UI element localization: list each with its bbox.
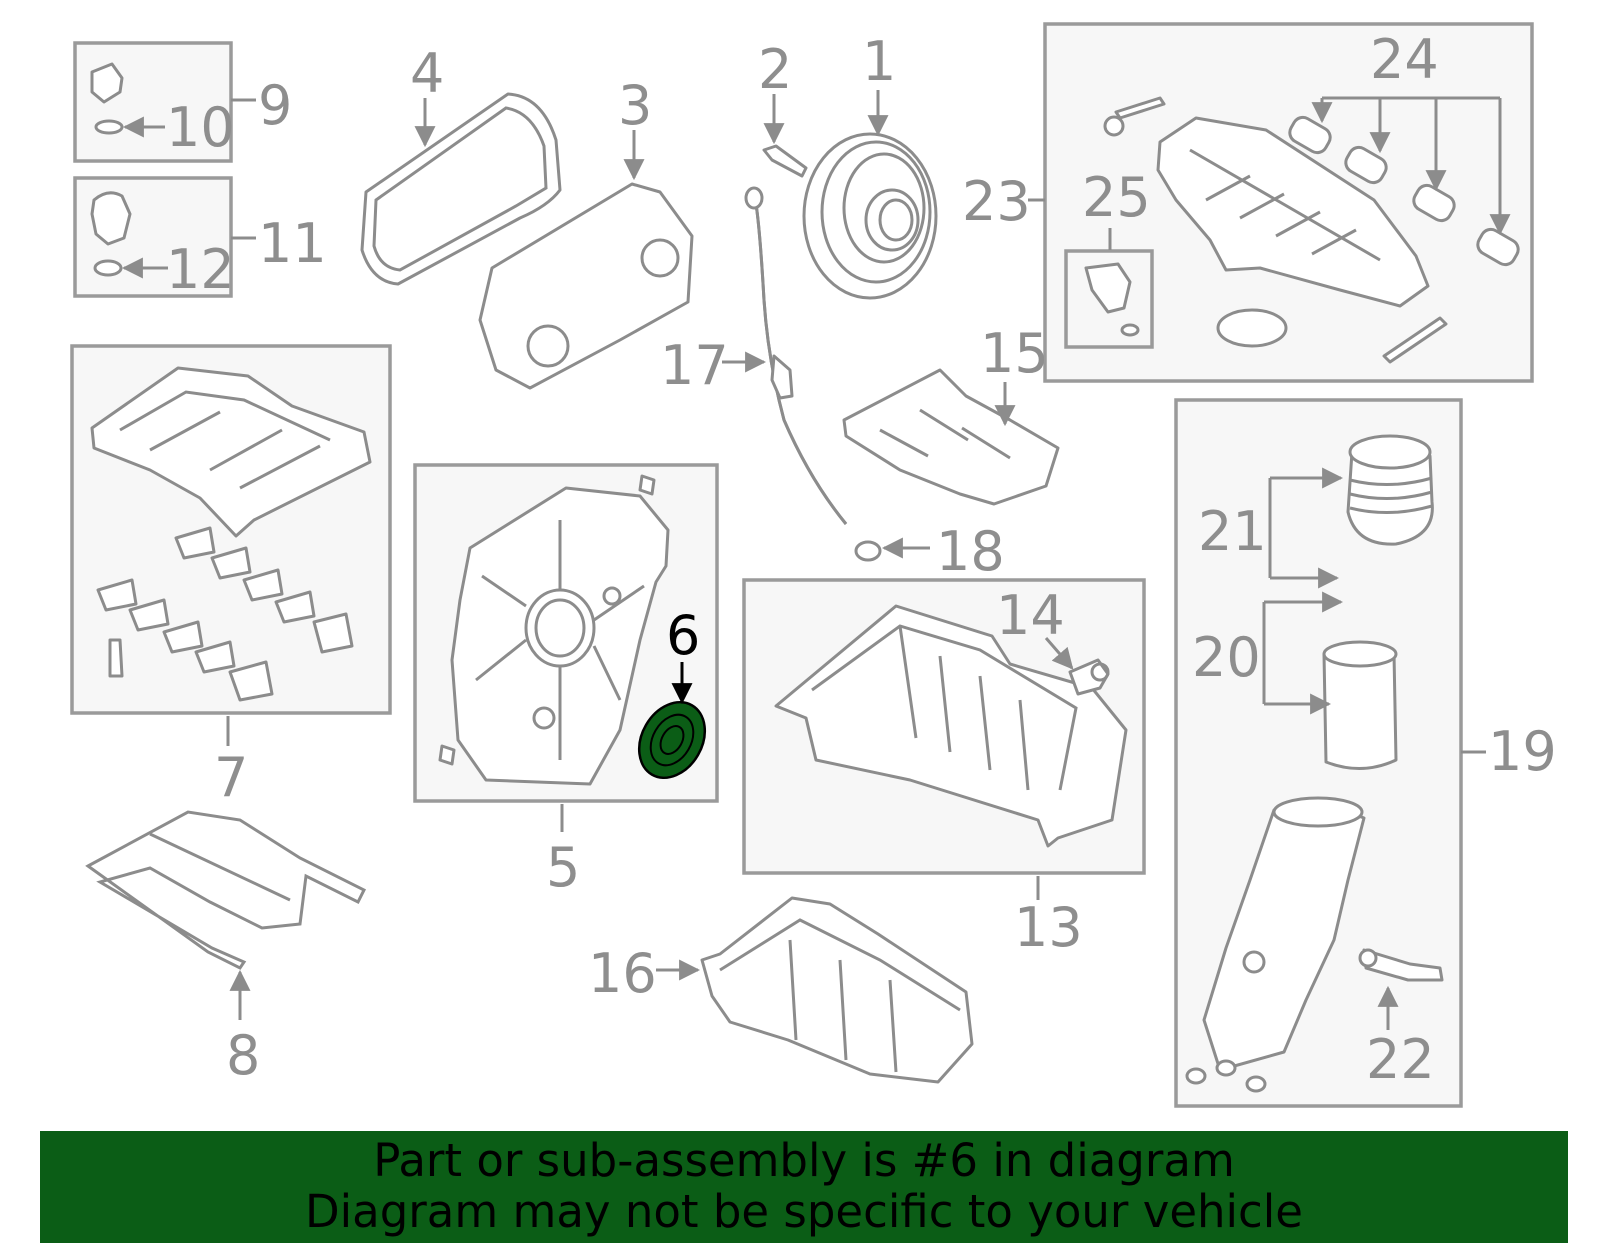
drain-plug-part <box>1044 637 1110 696</box>
callout-12: 12 <box>166 238 235 301</box>
callout-1: 1 <box>862 30 896 93</box>
callout-22: 22 <box>1366 1028 1435 1091</box>
dipstick-seal-part <box>854 537 930 562</box>
intake-gaskets <box>1288 115 1520 267</box>
filler-neck-part <box>90 191 256 279</box>
oil-filler-cap-part <box>90 62 256 138</box>
banner-line-1: Part or sub-assembly is #6 in diagram <box>373 1134 1235 1187</box>
callout-15: 15 <box>980 322 1049 385</box>
callout-6: 6 <box>666 604 700 667</box>
callout-3: 3 <box>618 74 652 137</box>
callout-24: 24 <box>1370 28 1439 91</box>
cam-caps <box>96 526 354 702</box>
callout-21: 21 <box>1198 500 1267 563</box>
callout-5: 5 <box>546 836 580 899</box>
front-crankshaft-seal-part <box>637 662 707 779</box>
callout-14: 14 <box>996 584 1065 647</box>
oil-dipstick-part <box>722 186 848 525</box>
lower-oil-pan-part <box>656 896 974 1084</box>
cylinder-head-cover-part <box>90 366 372 746</box>
callout-10: 10 <box>166 96 235 159</box>
callout-19: 19 <box>1488 720 1557 783</box>
front-cover-gasket-part <box>360 92 562 286</box>
callout-16: 16 <box>588 942 657 1005</box>
bolt-part <box>762 94 808 178</box>
part-info-banner: Part or sub-assembly is #6 in diagram Di… <box>40 1131 1568 1243</box>
oil-pan-part <box>774 604 1128 900</box>
group-box-9 <box>73 41 233 163</box>
engine-front-cover-part <box>438 474 670 832</box>
crankshaft-pulley-part <box>802 90 938 300</box>
callout-18: 18 <box>936 520 1005 583</box>
callout-23: 23 <box>962 170 1031 233</box>
intake-manifold-part <box>1028 96 1520 364</box>
callout-13: 13 <box>1014 896 1083 959</box>
callout-2: 2 <box>758 38 792 101</box>
callout-4: 4 <box>410 42 444 105</box>
callout-17: 17 <box>660 334 729 397</box>
callout-8: 8 <box>226 1024 260 1087</box>
oil-filter-housing-part <box>1185 434 1486 1093</box>
oil-baffle-part <box>842 368 1060 506</box>
banner-line-2: Diagram may not be specific to your vehi… <box>305 1185 1303 1238</box>
callout-20: 20 <box>1192 626 1261 689</box>
head-cover-gasket-part <box>85 810 367 1020</box>
callout-9: 9 <box>258 74 292 137</box>
callout-25: 25 <box>1082 166 1151 229</box>
callout-11: 11 <box>258 212 327 275</box>
timing-cover-part <box>478 130 694 390</box>
callout-7: 7 <box>214 746 248 809</box>
